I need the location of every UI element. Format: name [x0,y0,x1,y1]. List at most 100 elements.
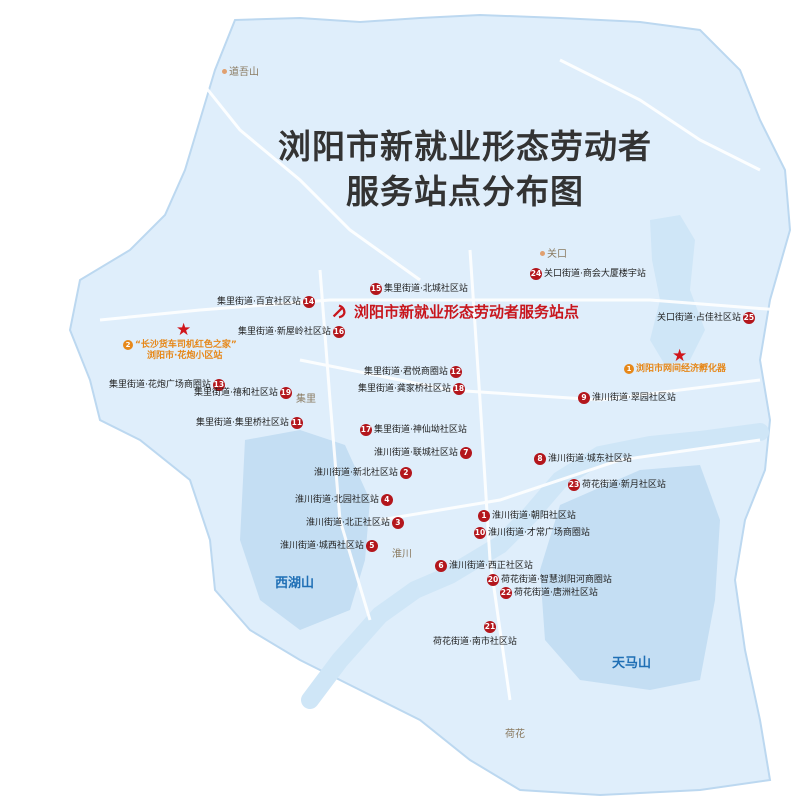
station-number: 11 [290,417,303,429]
station-label: 集里街道·集里桥社区站 [196,418,289,428]
station-number: 25 [742,312,755,324]
station-label: 集里街道·北城社区站 [384,284,468,294]
mountain-tianmashan: 天马山 [612,656,652,671]
station-number: 20 [487,574,499,586]
special-station-line1: 浏阳市网间经济孵化器 [636,364,727,374]
station-number: 16 [332,326,345,338]
station-label: 集里街道·禧和社区站 [194,388,278,398]
station-number: 6 [435,560,447,572]
special-station-line2: 浏阳市·花炮小区站 [147,351,223,361]
station-label: 淮川街道·北园社区站 [295,495,379,505]
star-icon: ★ [672,346,688,366]
place-label: 道吾山 [229,67,259,78]
mountain-xihushan: 西湖山 [275,576,315,591]
tianmashan-area [540,465,720,690]
station-number: 18 [452,383,465,395]
place-huaichuan: 淮川 [392,545,412,560]
station-number: 23 [568,479,580,491]
station-number: 4 [380,494,393,506]
special-station-2[interactable]: 2“长沙货车司机红色之家” 浏阳市·花炮小区站 [123,340,237,362]
special-station-line1: “长沙货车司机红色之家” [135,340,237,350]
station-label: 淮川街道·西正社区站 [449,561,533,571]
station-number: 13 [212,379,225,391]
station-number: 22 [500,587,512,599]
station-label: 淮川街道·朝阳社区站 [492,511,576,521]
station-label: 荷花街道·新月社区站 [582,480,666,490]
station-label: 淮川街道·联城社区站 [374,448,458,458]
station-number: 5 [365,540,378,552]
station-number: 21 [484,621,496,633]
station-number: 17 [360,424,372,436]
station-label: 淮川街道·新北社区站 [314,468,398,478]
station-number: 8 [534,453,546,465]
station-label: 集里街道·百宜社区站 [217,297,301,307]
place-dot-icon [540,251,545,256]
station-label: 集里街道·新屋岭社区站 [238,327,331,337]
station-21-badge[interactable]: 21 [484,621,496,633]
station-number: 1 [478,510,490,522]
star-icon: ★ [176,320,192,340]
place-guankou: 关口 [540,245,567,260]
station-number: 15 [370,283,382,295]
station-number: 9 [578,392,590,404]
roads [99,58,781,701]
station-number: 14 [302,296,315,308]
place-daowushan: 道吾山 [222,63,259,78]
station-label: 集里街道·神仙坳社区站 [374,425,467,435]
station-label: 淮川街道·城西社区站 [280,541,364,551]
station-number: 19 [279,387,292,399]
station-label: 淮川街道·才常广场商圈站 [488,528,590,538]
place-label: 关口 [547,249,567,260]
reservoir [650,215,705,365]
station-label: 关口街道·商会大厦楼宇站 [544,269,646,279]
place-dot-icon [222,69,227,74]
station-label: 荷花街道·唐洲社区站 [514,588,598,598]
station-21-label[interactable]: 荷花街道·南市社区站 [431,636,519,648]
legend: 浏阳市新就业形态劳动者服务站点 [330,301,579,322]
station-label: 集里街道·花炮广场商圈站 [109,380,211,390]
station-label: 淮川街道·北正社区站 [306,518,390,528]
party-emblem-icon [332,304,346,319]
station-number: 12 [449,366,462,378]
station-label: 淮川街道·翠园社区站 [592,393,676,403]
station-label: 集里街道·君悦商圈站 [364,367,448,377]
place-jili: 集里 [296,390,316,405]
station-number: 3 [391,517,404,529]
station-label: 关口街道·占佳社区站 [657,313,741,323]
special-station-number: 1 [624,364,634,374]
station-label: 集里街道·龚家桥社区站 [358,384,451,394]
station-label: 荷花街道·南市社区站 [433,637,517,647]
special-station-number: 2 [123,340,133,350]
station-label: 荷花街道·智慧浏阳河商圈站 [501,575,612,585]
place-hehua: 荷花 [505,725,525,740]
station-number: 24 [530,268,542,280]
place-label: 淮川 [392,549,412,560]
station-number: 7 [459,447,472,459]
